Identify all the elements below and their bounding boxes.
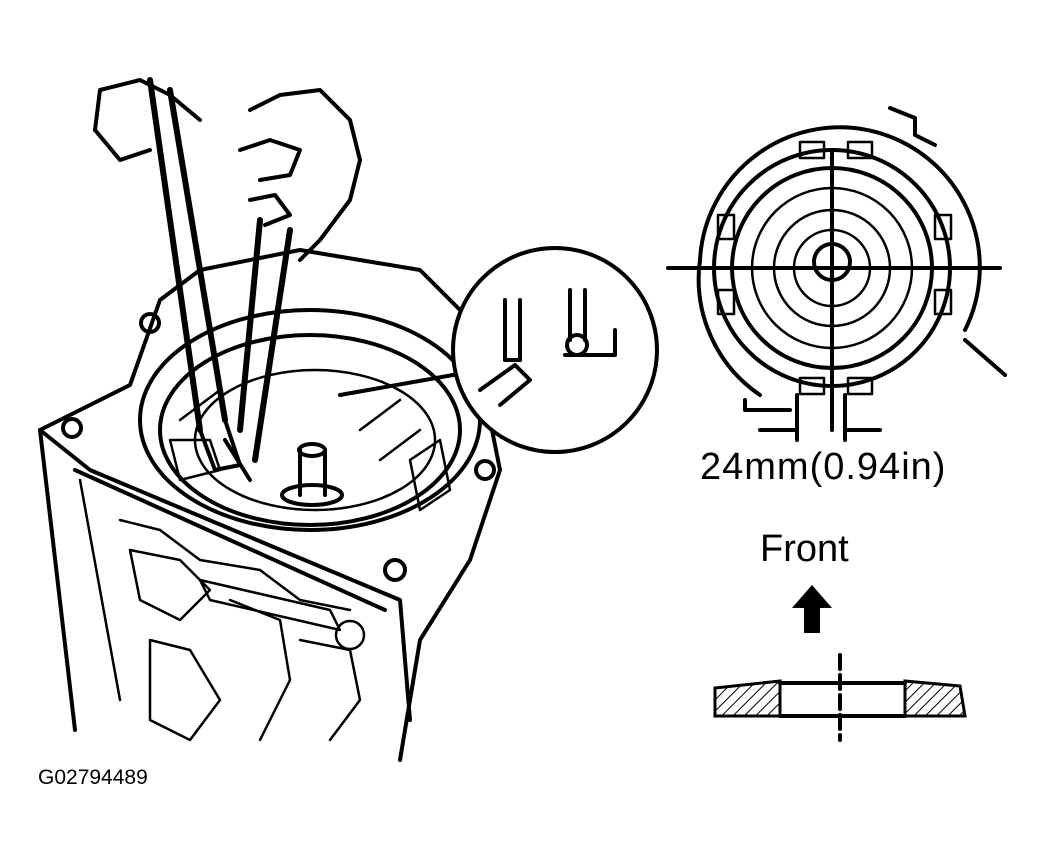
ring-cross-section: [713, 653, 967, 742]
dimension-label: 24mm(0.94in): [700, 446, 947, 488]
transmission-case-drawing: [38, 77, 502, 762]
up-arrow-icon: [792, 585, 832, 633]
dimension-bracket: [758, 393, 882, 442]
detail-magnifier: [338, 246, 659, 454]
ring-top-view: [666, 106, 1007, 432]
front-direction-label: Front: [760, 528, 849, 570]
figure-id: G02794489: [38, 766, 148, 789]
